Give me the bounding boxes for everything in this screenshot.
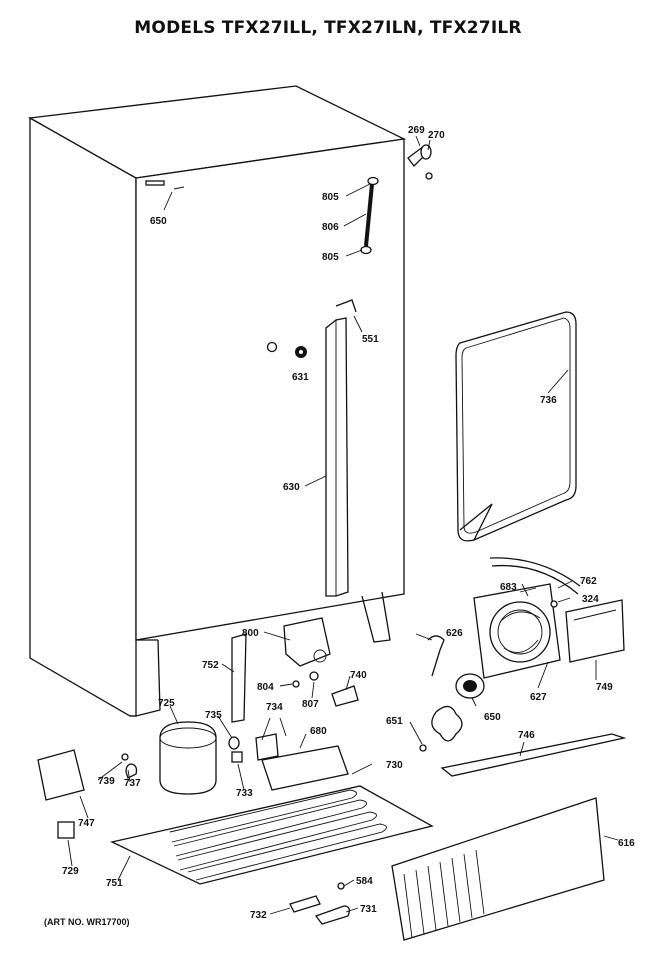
callout-324: 324 [582,594,599,605]
callout-683: 683 [500,582,517,593]
callout-680: 680 [310,726,327,737]
callout-746: 746 [518,730,535,741]
door-gasket [455,311,577,542]
callout-737: 737 [124,778,141,789]
callout-735: 735 [205,710,222,721]
callout-616: 616 [618,838,635,849]
callout-807: 807 [302,699,319,710]
compressor-condenser [110,721,434,885]
callout-labels: 269 270 805 806 805 650 551 631 736 630 … [62,125,635,921]
callout-762: 762 [580,576,597,587]
callout-739: 739 [98,776,115,787]
callout-806: 806 [322,222,339,233]
art-number: (ART NO. WR17700) [44,917,130,927]
callout-651: 651 [386,716,403,727]
callout-800: 800 [242,628,259,639]
callout-805-upper: 805 [322,192,339,203]
leader-lines [67,135,619,915]
callout-734: 734 [266,702,283,713]
callout-747: 747 [78,818,95,829]
refrigerator-cabinet [27,85,407,717]
callout-752: 752 [202,660,219,671]
callout-751: 751 [106,878,123,889]
left-small-parts [37,749,129,839]
callout-650: 650 [484,712,501,723]
callout-730: 730 [386,760,403,771]
callout-650-top: 650 [150,216,167,227]
callout-731: 731 [360,904,377,915]
callout-630: 630 [283,482,300,493]
callout-584: 584 [356,876,373,887]
callout-733: 733 [236,788,253,799]
callout-627: 627 [530,692,547,703]
callout-270: 270 [428,130,445,141]
callout-626: 626 [446,628,463,639]
defrost-timer-parts [231,617,359,723]
callout-736: 736 [540,395,557,406]
page-title: MODELS TFX27ILL, TFX27ILN, TFX27ILR [134,18,522,38]
callout-551: 551 [362,334,379,345]
callout-749: 749 [596,682,613,693]
drain-tube-assembly [360,144,433,255]
callout-740: 740 [350,670,367,681]
callout-804: 804 [257,682,274,693]
base-grille-parts [289,733,627,941]
callout-725: 725 [158,698,175,709]
callout-732: 732 [250,910,267,921]
evaporator-fan-assembly [419,557,625,752]
callout-269: 269 [408,125,425,136]
callout-729: 729 [62,866,79,877]
callout-805-lower: 805 [322,252,339,263]
callout-631: 631 [292,372,309,383]
